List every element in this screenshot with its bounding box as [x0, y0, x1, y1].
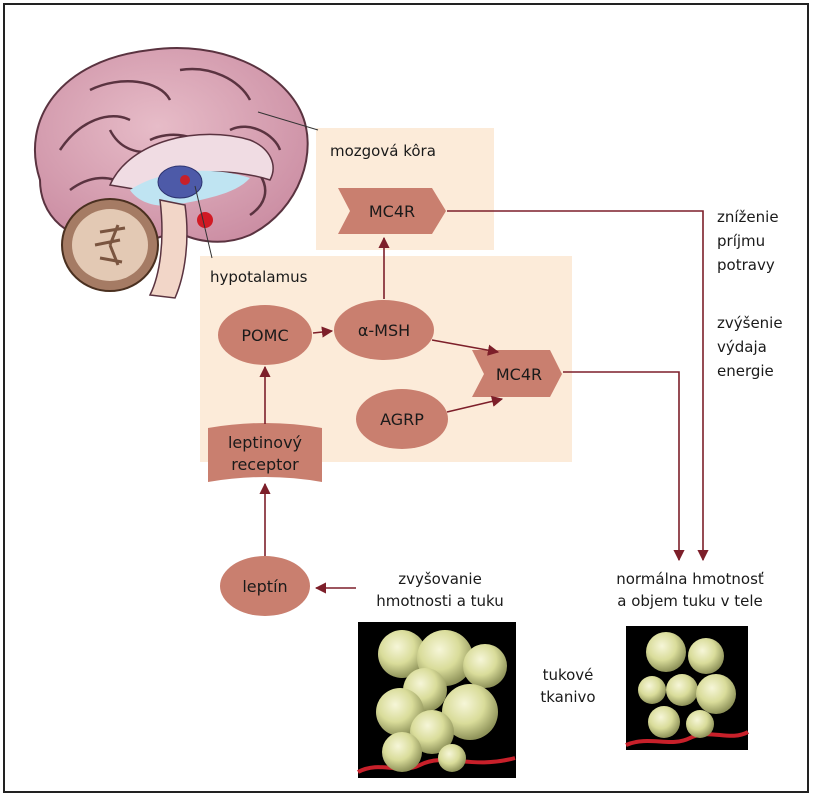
normal-caption-2: a objem tuku v tele [617, 592, 762, 610]
tissue-caption-2: tkanivo [540, 688, 595, 706]
increase-text-3: energie [717, 362, 774, 380]
reduce-text-2: príjmu [717, 232, 765, 250]
normal-caption-1: normálna hmotnosť [616, 570, 764, 588]
mc4r-hypothalamus-node [472, 350, 562, 397]
increase-text-2: výdaja [717, 338, 767, 356]
gain-caption-1: zvyšovanie [398, 570, 482, 588]
brainstem [148, 199, 188, 299]
leptin-label: leptín [242, 577, 287, 596]
agrp-label: AGRP [380, 410, 424, 429]
reduce-text-3: potravy [717, 256, 775, 274]
mc4r-hypothalamus-label: MC4R [496, 365, 542, 384]
receptor-label-line1: leptinový [228, 433, 302, 452]
cortex-leader-line [257, 111, 319, 131]
increase-text-1: zvýšenie [717, 314, 783, 332]
tissue-caption-1: tukové [543, 666, 594, 684]
hypothalamus-leader-line [194, 185, 213, 259]
leptin-receptor-node [208, 423, 322, 482]
mc4r-cortex-label: MC4R [369, 202, 415, 221]
mc4r-cortex-node [338, 188, 446, 234]
arrow-mc4r-hypo-to-normal [563, 371, 685, 562]
hypothalamus-label: hypotalamus [210, 268, 308, 286]
pituitary [197, 212, 213, 228]
fat-tissue-image-small [625, 626, 749, 750]
arrow-amsh-to-mc4r-hypo [431, 339, 500, 356]
gain-caption-2: hmotnosti a tuku [376, 592, 504, 610]
cortex-label: mozgová kôra [330, 142, 436, 160]
arbor-vitae [94, 224, 126, 266]
arrow-mc4r-cortex-to-normal [447, 210, 709, 562]
brain-illustration [34, 47, 309, 299]
fat-tissue-image-large [357, 622, 516, 778]
amsh-label: α-MSH [358, 321, 410, 340]
arrow-group [259, 210, 709, 594]
pomc-node [218, 305, 312, 365]
pomc-label: POMC [241, 326, 288, 345]
arrow-agrp-to-mc4r-hypo [446, 395, 504, 413]
leptin-node [220, 556, 310, 616]
agrp-node [356, 389, 448, 449]
receptor-label-line2: receptor [231, 455, 299, 474]
reduce-text-1: zníženie [717, 208, 779, 226]
thalamus [157, 165, 203, 199]
amsh-node [334, 300, 434, 360]
hypothalamus-dot [180, 175, 190, 185]
arrow-pomc-to-amsh [312, 326, 334, 338]
brain-folds [58, 67, 282, 217]
